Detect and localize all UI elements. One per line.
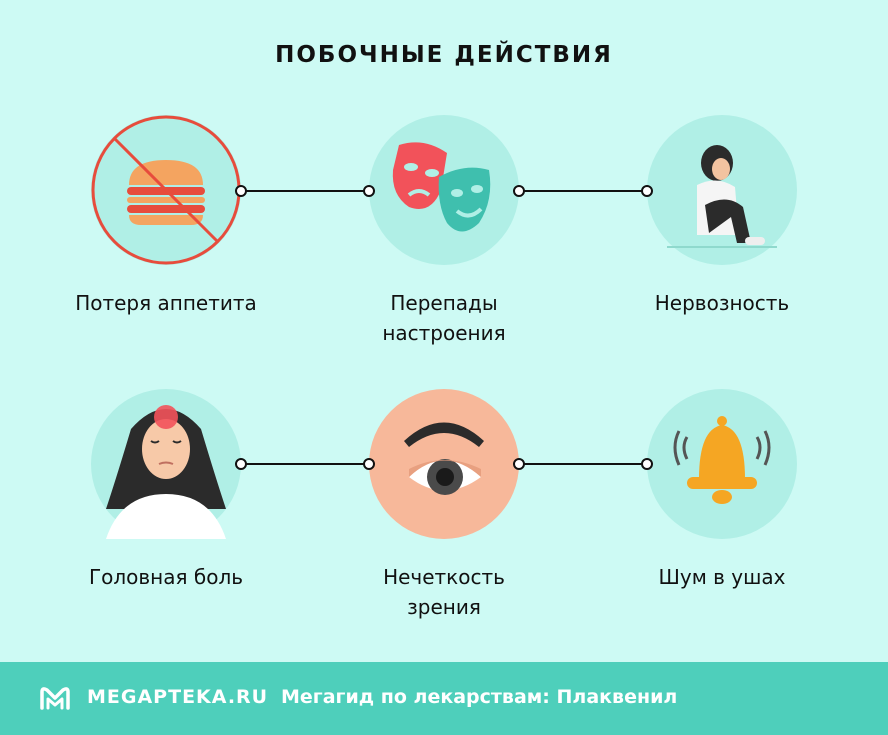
no-burger-icon <box>91 115 241 265</box>
effect-label: Потеря аппетита <box>75 291 257 315</box>
connector-dot <box>363 185 375 197</box>
effect-label: Шум в ушах <box>658 565 786 589</box>
connector-line <box>241 463 369 465</box>
connector-line <box>241 190 369 192</box>
connector-dot <box>513 185 525 197</box>
headache-woman-icon <box>91 389 241 539</box>
connector-dot <box>235 458 247 470</box>
connector-dot <box>641 458 653 470</box>
connector-dot <box>235 185 247 197</box>
connector-line <box>519 463 647 465</box>
effect-label: Перепады настроения <box>382 291 506 345</box>
connector-dot <box>513 458 525 470</box>
anxious-person-icon <box>647 115 797 265</box>
theater-masks-icon <box>369 115 519 265</box>
eye-icon <box>369 389 519 539</box>
footer-bar: MEGAPTEKA.RU Мегагид по лекарствам: Плак… <box>0 662 888 735</box>
effect-label: Головная боль <box>88 565 244 589</box>
connector-dot <box>363 458 375 470</box>
ringing-bell-icon <box>647 389 797 539</box>
megapteka-logo-icon <box>40 687 70 710</box>
connector-line <box>519 190 647 192</box>
brand-link[interactable]: MEGAPTEKA.RU <box>87 686 269 708</box>
connector-dot <box>641 185 653 197</box>
effect-label: Нечеткость зрения <box>383 565 505 619</box>
effect-label: Нервозность <box>654 291 790 315</box>
footer-tagline: Мегагид по лекарствам: Плаквенил <box>281 686 678 708</box>
page-title: ПОБОЧНЫЕ ДЕЙСТВИЯ <box>275 42 613 68</box>
